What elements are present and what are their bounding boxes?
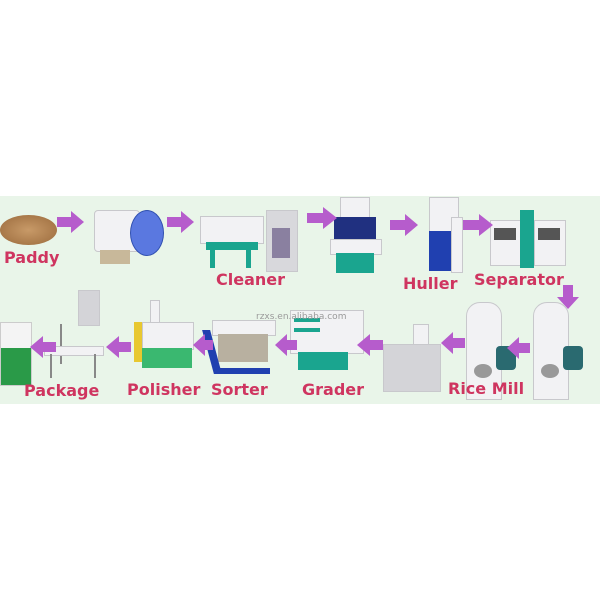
label-grader: Grader <box>302 380 365 399</box>
label-cleaner: Cleaner <box>216 270 286 289</box>
paddy-grain-image <box>0 215 57 245</box>
arrow-left-icon <box>441 332 465 354</box>
label-sorter: Sorter <box>211 380 268 399</box>
rice-mill-machine-2 <box>527 302 585 400</box>
packaging-machine <box>40 290 106 380</box>
color-sorter-machine <box>202 320 276 376</box>
whitener-machine <box>383 324 441 392</box>
arrow-left-icon <box>193 334 213 356</box>
label-paddy: Paddy <box>4 248 60 267</box>
rice-mill-machine-1 <box>460 302 518 400</box>
label-separator: Separator <box>474 270 564 289</box>
arrow-left-icon <box>106 336 131 358</box>
label-huller: Huller <box>403 274 458 293</box>
grader-machine <box>290 310 364 372</box>
cleaner-machine <box>200 210 298 272</box>
destoner-machine <box>328 197 382 275</box>
arrow-right-icon <box>390 214 418 236</box>
label-polisher: Polisher <box>127 380 201 399</box>
arrow-down-icon <box>557 285 579 309</box>
arrow-right-icon <box>167 211 194 233</box>
label-rice-mill: Rice Mill <box>448 379 525 398</box>
arrow-left-icon <box>507 337 530 359</box>
arrow-right-icon <box>57 211 84 233</box>
huller-machine <box>425 197 463 275</box>
arrow-left-icon <box>357 334 383 356</box>
arrow-right-icon <box>307 207 337 229</box>
watermark: rzxs.en.alibaba.com <box>256 312 347 322</box>
drum-screen-machine <box>94 210 164 270</box>
arrow-left-icon <box>275 334 297 356</box>
polisher-machine <box>134 300 194 376</box>
separator-machine <box>490 206 566 278</box>
arrow-right-icon <box>463 214 493 236</box>
label-package: Package <box>24 381 100 400</box>
arrow-left-icon <box>30 336 56 358</box>
rice-bag-image <box>0 322 32 386</box>
